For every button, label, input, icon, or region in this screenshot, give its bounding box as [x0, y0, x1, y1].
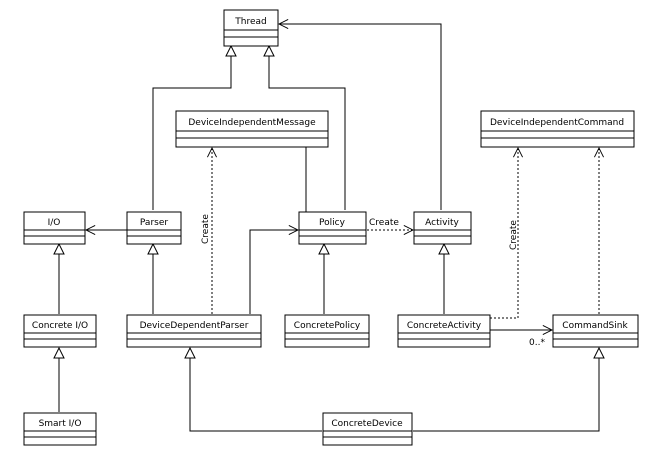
class-device-dependent-parser: DeviceDependentParser: [126, 314, 262, 348]
ddparser-association-policy: [249, 230, 298, 314]
parser-generalizes-thread: [152, 46, 231, 210]
multiplicity-label-command-sink: 0..*: [529, 338, 545, 348]
class-io: I/O: [23, 211, 86, 245]
class-name-concrete-device: ConcreteDevice: [331, 419, 403, 429]
class-name-io: I/O: [48, 218, 61, 228]
class-activity: Activity: [413, 211, 472, 245]
class-device-independent-command: DeviceIndependentCommand: [480, 110, 635, 148]
create-label-parser-message: Create: [201, 214, 211, 244]
class-concrete-policy: ConcretePolicy: [284, 314, 370, 348]
activity-association-thread: [279, 24, 442, 210]
class-name-thread: Thread: [234, 17, 266, 27]
class-concrete-device: ConcreteDevice: [322, 412, 413, 446]
class-policy: Policy: [298, 211, 367, 245]
class-name-concrete-io: Concrete I/O: [32, 321, 88, 331]
class-concrete-io: Concrete I/O: [23, 314, 97, 348]
class-name-concrete-policy: ConcretePolicy: [294, 321, 361, 331]
concretedevice-generalizes-ddparser: [190, 348, 322, 432]
concretedevice-generalizes-commandsink: [413, 348, 599, 432]
class-name-command-sink: CommandSink: [562, 321, 628, 331]
policy-generalizes-thread: [269, 46, 346, 210]
create-label-policy-activity: Create: [369, 218, 399, 228]
class-concrete-activity: ConcreteActivity: [397, 314, 491, 348]
class-command-sink: CommandSink: [552, 314, 639, 348]
class-smart-io: Smart I/O: [23, 412, 97, 446]
class-name-concrete-activity: ConcreteActivity: [407, 321, 482, 331]
concreteactivity-create-dependency-command: [490, 148, 518, 319]
class-name-device-independent-message: DeviceIndependentMessage: [188, 118, 316, 128]
class-name-policy: Policy: [319, 218, 346, 228]
class-parser: Parser: [126, 211, 182, 245]
class-thread: Thread: [223, 9, 279, 47]
class-name-activity: Activity: [425, 218, 459, 228]
class-name-smart-io: Smart I/O: [39, 419, 82, 429]
class-name-device-dependent-parser: DeviceDependentParser: [140, 321, 249, 331]
class-name-parser: Parser: [140, 218, 168, 228]
class-device-independent-message: DeviceIndependentMessage: [175, 110, 329, 148]
create-label-activity-command: Create: [509, 220, 519, 250]
class-name-device-independent-command: DeviceIndependentCommand: [490, 118, 624, 128]
